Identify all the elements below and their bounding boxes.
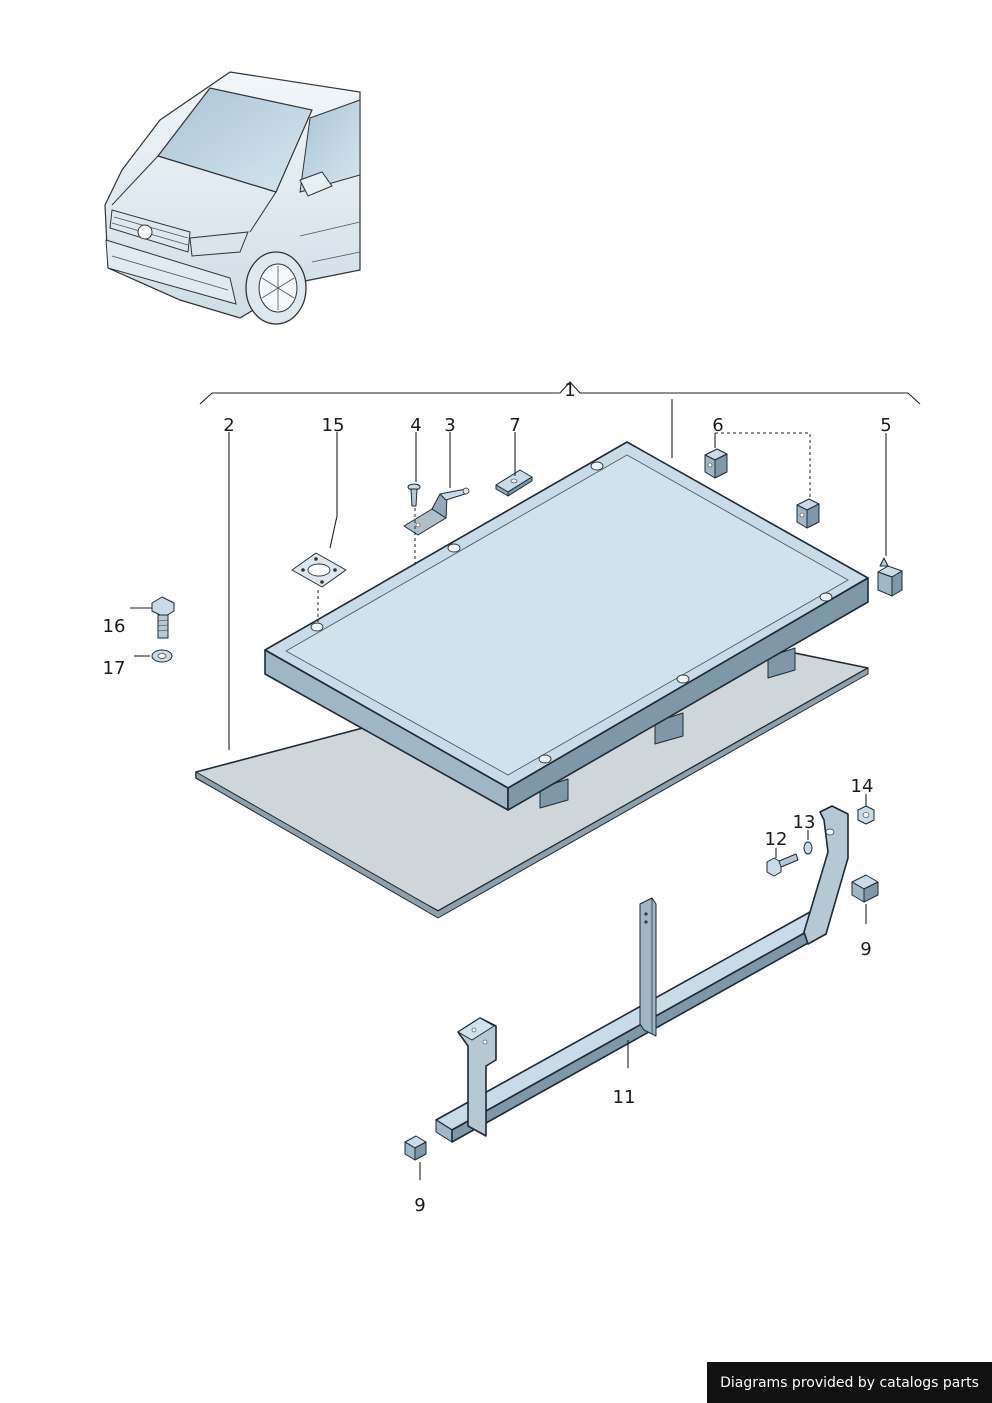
callout-12: 12 — [765, 829, 788, 850]
floor-panel — [264, 441, 869, 811]
callout-17: 17 — [103, 658, 126, 679]
callout-13: 13 — [793, 812, 816, 833]
callout-2: 2 — [223, 415, 234, 436]
bolt — [151, 596, 175, 639]
callout-5: 5 — [880, 415, 891, 436]
corner-bracket — [877, 557, 903, 597]
callout-6: 6 — [712, 415, 723, 436]
callout-9-left: 9 — [414, 1195, 425, 1216]
callout-3: 3 — [444, 415, 455, 436]
frame-bolt — [766, 853, 799, 877]
frame-washer — [803, 841, 813, 855]
callout-7: 7 — [509, 415, 520, 436]
support-frame — [435, 805, 849, 1143]
end-cap-right — [851, 874, 879, 903]
callout-1: 1 — [564, 380, 575, 401]
clip-plate — [495, 469, 533, 497]
rubber-block-1 — [704, 448, 728, 479]
end-cap-left — [404, 1135, 427, 1161]
credit-text: Diagrams provided by catalogs parts — [720, 1374, 979, 1391]
flange-plate — [291, 552, 347, 588]
callout-9-right: 9 — [860, 939, 871, 960]
callout-16: 16 — [103, 616, 126, 637]
vehicle-thumbnail — [104, 71, 361, 325]
screw — [407, 483, 421, 507]
rubber-block-2 — [796, 498, 820, 529]
callout-1-bracket — [199, 381, 921, 405]
frame-nut — [857, 805, 875, 825]
leader-lines — [130, 432, 887, 1180]
callout-15: 15 — [322, 415, 345, 436]
callout-11: 11 — [613, 1087, 636, 1108]
credit-banner: Diagrams provided by catalogs parts — [707, 1362, 992, 1403]
callout-4: 4 — [410, 415, 421, 436]
callout-14: 14 — [851, 776, 874, 797]
washer — [151, 649, 173, 663]
